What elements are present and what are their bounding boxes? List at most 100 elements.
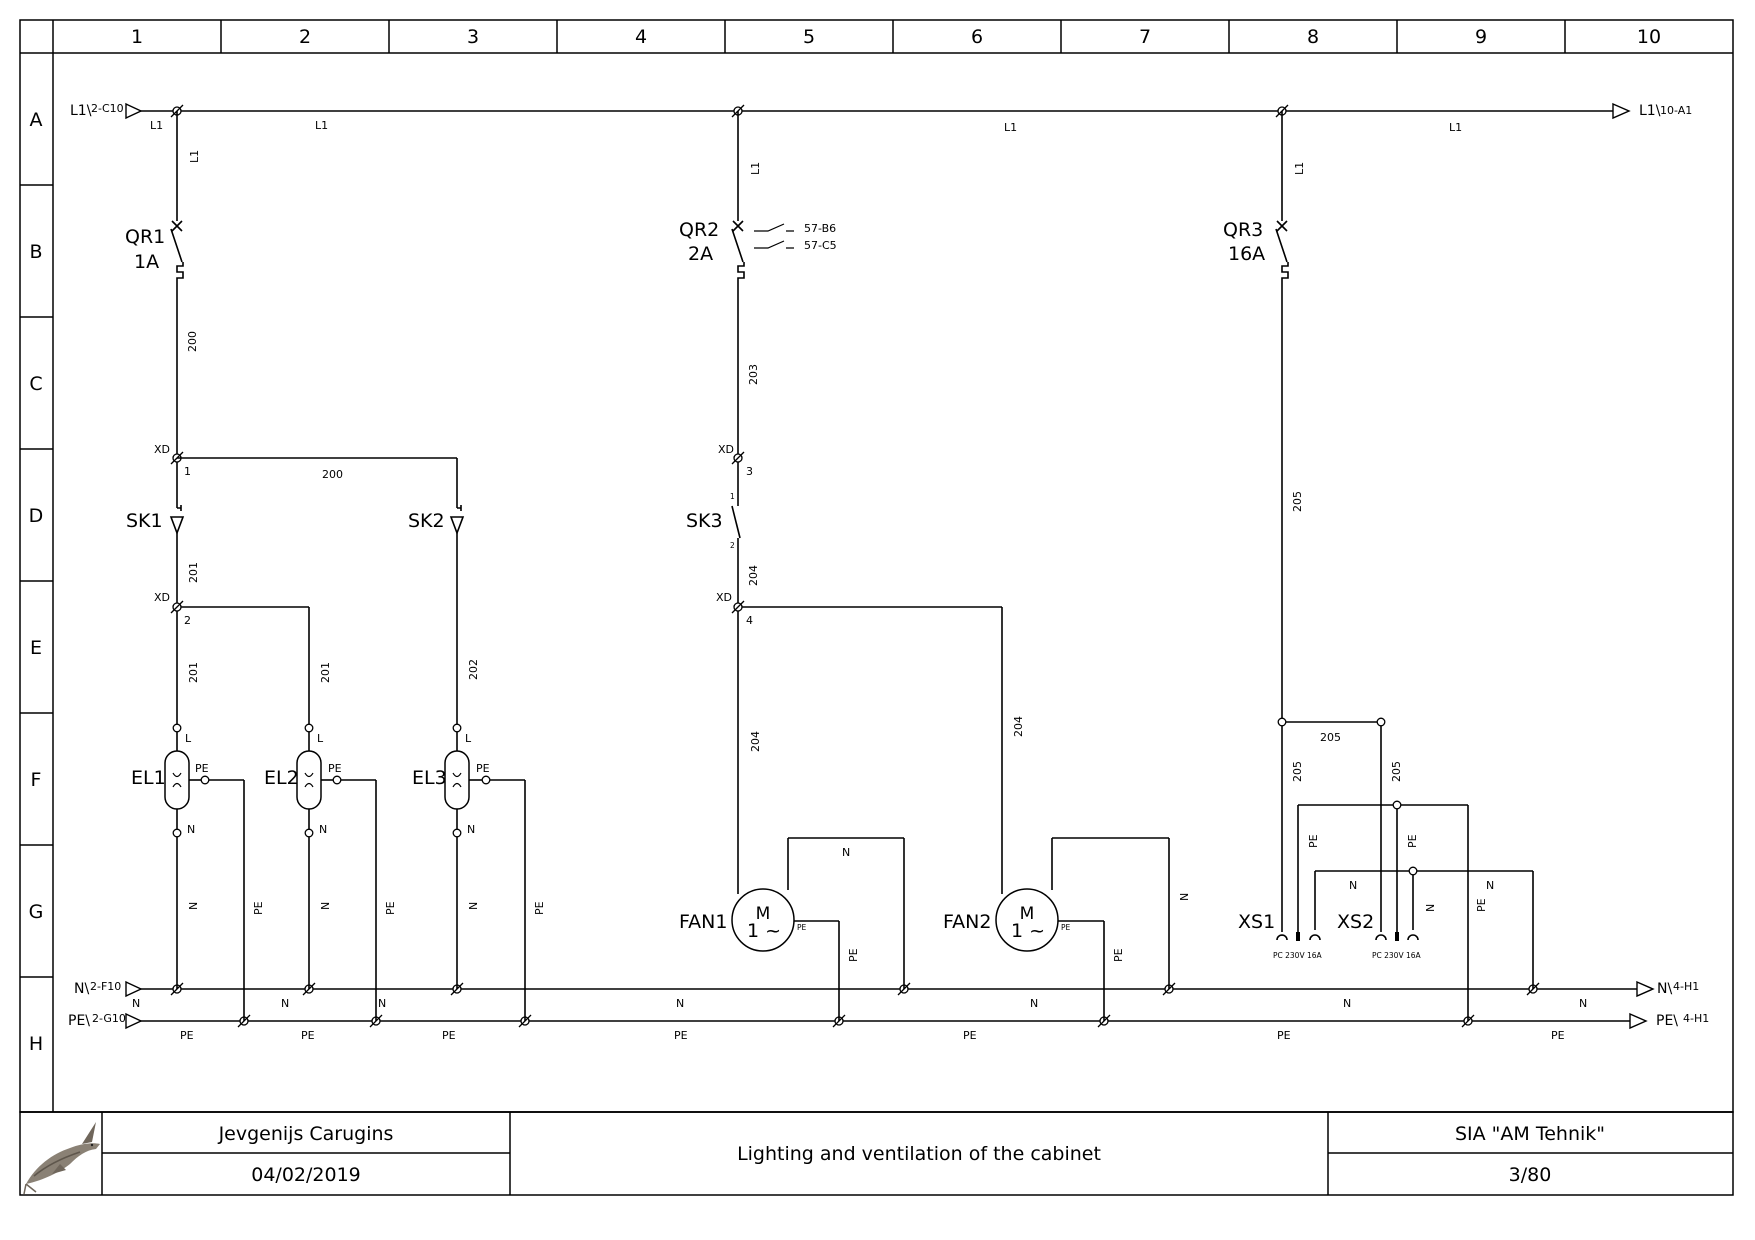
socket-name: XS1 <box>1238 911 1275 933</box>
wire-label: PE <box>1307 834 1320 848</box>
wire-label: L1 <box>315 119 328 132</box>
fan-motor-fan2 <box>995 837 1170 1021</box>
wire-label: N <box>1178 893 1191 901</box>
wire-label: PE <box>963 1029 977 1042</box>
switch-contact-icon <box>731 505 741 539</box>
wire-label: N <box>281 997 289 1010</box>
lamp-icon <box>164 750 190 810</box>
wire-label: N <box>1349 879 1357 892</box>
n-bus: N\ 2-F10 N\ 4-H1 N N N N N N N <box>74 980 1699 1010</box>
drawing-frame <box>19 19 1734 1113</box>
column-header: 4 <box>635 26 647 48</box>
column-header: 5 <box>803 26 815 48</box>
wire-label: PE <box>1112 948 1125 962</box>
terminal-pin: 2 <box>184 614 191 627</box>
port-ref: 2-F10 <box>90 980 121 993</box>
wire-label: PE <box>1277 1029 1291 1042</box>
wire-label: PE <box>674 1029 688 1042</box>
circuit-breaker-icon <box>170 220 184 287</box>
row-header: H <box>29 1033 43 1055</box>
terminal-label: XD <box>716 591 732 604</box>
column-header: 7 <box>1139 26 1151 48</box>
switch-name: SK2 <box>408 510 445 532</box>
terminal-pin: 3 <box>746 465 753 478</box>
lamp-el2 <box>296 723 377 1021</box>
lamp-pin-l: L <box>317 732 324 745</box>
socket-icon <box>1407 934 1419 941</box>
column-header: 9 <box>1475 26 1487 48</box>
motor-symbol: 1 ~ <box>747 920 781 942</box>
column-header: 3 <box>467 26 479 48</box>
wire-label: 205 <box>1291 761 1304 782</box>
port-label: PE\ <box>1656 1013 1678 1029</box>
breaker-name: QR3 <box>1223 219 1263 241</box>
l1-bus: L1\ 2-C10 L1\ 10-A1 L1 L1 L1 L1 <box>70 102 1692 134</box>
fan-name: FAN1 <box>679 911 727 933</box>
row-header: F <box>31 769 42 791</box>
socket-pe-contact-icon <box>1296 932 1300 941</box>
fan-name: FAN2 <box>943 911 991 933</box>
row-header: E <box>30 637 42 659</box>
wire-label: N <box>319 902 332 910</box>
wire-label: PE <box>252 901 265 915</box>
aux-contact-ref: 57-B6 <box>804 222 836 235</box>
wire-label: L1 <box>150 119 163 132</box>
lamp-pin-n: N <box>467 823 475 836</box>
switch-name: SK3 <box>686 510 723 532</box>
lamp-pin-l: L <box>465 732 472 745</box>
socket-name: XS2 <box>1337 911 1374 933</box>
wire-label: 202 <box>467 659 480 680</box>
wire-label: PE <box>442 1029 456 1042</box>
wire-label: N <box>1424 904 1437 912</box>
port-ref: 4-H1 <box>1673 980 1699 993</box>
wire-label: N <box>1030 997 1038 1010</box>
port-label: N\ <box>1657 981 1672 997</box>
wire-label: L1 <box>1449 121 1462 134</box>
motor-icon <box>731 888 795 952</box>
wire-label: 201 <box>187 562 200 583</box>
row-headers: A B C D E F G H <box>29 109 44 1055</box>
wire-label: 204 <box>749 731 762 752</box>
breaker-rating: 16A <box>1228 243 1265 265</box>
wire-label: PE <box>533 901 546 915</box>
row-header: B <box>29 241 42 263</box>
socket-circuit: L1 QR3 16A 205 205 205 205 PE PE PE <box>1223 111 1534 1021</box>
lamp-pin-n: N <box>187 823 195 836</box>
wire-label: L1 <box>1004 121 1017 134</box>
thermostat-switch-icon <box>449 505 465 536</box>
motor-pin-pe: PE <box>1061 923 1071 932</box>
motor-icon <box>995 888 1059 952</box>
terminal-icon <box>731 451 745 465</box>
terminal-label: XD <box>154 591 170 604</box>
lamp-pin-pe: PE <box>476 762 490 775</box>
socket-icon <box>1309 934 1321 941</box>
port-arrow-icon <box>125 980 143 998</box>
wire-label: 204 <box>747 565 760 586</box>
column-header: 8 <box>1307 26 1319 48</box>
wire-label: N <box>467 902 480 910</box>
wire-label: N <box>842 846 850 859</box>
wire-label: 204 <box>1012 716 1025 737</box>
wire-label: L1 <box>749 162 762 175</box>
wire-label: N <box>1579 997 1587 1010</box>
port-label: L1\ <box>1639 103 1661 119</box>
wire-label: N <box>378 997 386 1010</box>
lamp-name: EL1 <box>131 767 166 789</box>
port-arrow-icon <box>1636 980 1655 998</box>
lamp-el3 <box>444 723 526 1021</box>
switch-pin: 1 <box>730 492 735 501</box>
column-header: 1 <box>131 26 143 48</box>
breaker-name: QR2 <box>679 219 719 241</box>
sheet-number: 3/80 <box>1509 1164 1552 1186</box>
company-name: SIA "AM Tehnik" <box>1455 1123 1605 1145</box>
sturgeon-logo-icon <box>23 1122 100 1195</box>
port-arrow-icon <box>1629 1012 1648 1030</box>
column-header: 10 <box>1637 26 1661 48</box>
wire-label: PE <box>847 948 860 962</box>
switch-name: SK1 <box>126 510 163 532</box>
aux-contact-ref: 57-C5 <box>804 239 837 252</box>
wire-label: 201 <box>319 662 332 683</box>
port-arrow-icon <box>125 1012 143 1030</box>
wire-label: N <box>187 902 200 910</box>
